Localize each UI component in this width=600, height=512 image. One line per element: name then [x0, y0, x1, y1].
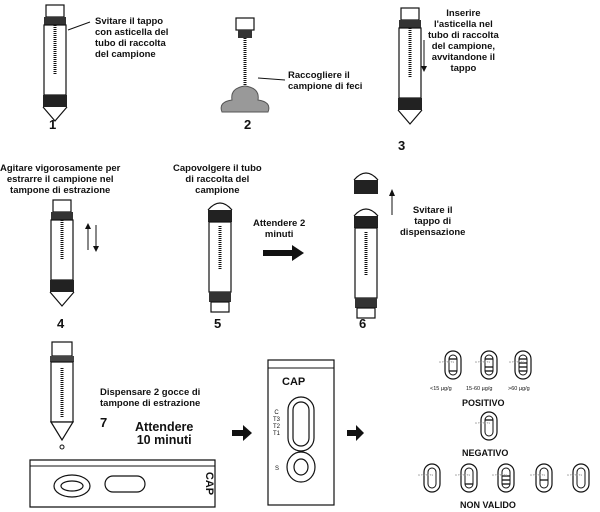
tube-step-4: [49, 199, 75, 307]
svg-text:C T3 T2 T1: C T3 T2 T1: [439, 360, 454, 364]
result-window-invalid-2: C T3 T2 T1: [455, 463, 478, 493]
step-4-number: 4: [57, 316, 65, 331]
step-4-text: Agitare vigorosamente per estrarre il ca…: [0, 163, 121, 196]
wait-10-text: Attendere 10 minuti: [135, 420, 194, 447]
stick-in-sample: [220, 17, 270, 113]
result-window-negative: C T3 T2 T1: [475, 411, 498, 441]
step-1-number: 1: [49, 117, 57, 132]
tube-step-7: [49, 341, 75, 450]
svg-text:C T3 T2 T1: C T3 T2 T1: [567, 473, 582, 477]
shake-arrows-icon: [85, 223, 99, 252]
tube-step-3: [397, 7, 423, 125]
cassette-vertical: [267, 359, 335, 506]
result-window-invalid-3: C T3 T2 T1: [492, 463, 515, 493]
svg-text:C T3 T2 T1: C T3 T2 T1: [509, 360, 524, 364]
tube-step-5: [207, 202, 233, 313]
right-arrow-icon: [347, 425, 364, 441]
result-window-positive-high: C T3 T2 T1: [509, 350, 532, 380]
pointer-arrow: [257, 77, 286, 81]
svg-text:C T3 T2 T1: C T3 T2 T1: [492, 473, 507, 477]
step-7-text: Dispensare 2 gocce di tampone di estrazi…: [100, 387, 201, 409]
step-6-text: Svitare il tappo di dispensazione: [400, 205, 466, 238]
svg-text:C T3 T2 T1: C T3 T2 T1: [418, 473, 433, 477]
step-6-number: 6: [359, 316, 367, 331]
level-mid: 15-60 µg/g: [466, 386, 493, 392]
svg-text:C T3 T2 T1: C T3 T2 T1: [475, 360, 490, 364]
tube-step-1: [42, 4, 68, 122]
step-7-number: 7: [100, 415, 108, 430]
pointer-arrow: [67, 21, 91, 31]
level-high: >60 µg/g: [508, 386, 530, 392]
cassette-label: CAP: [282, 376, 306, 388]
cassette-side-label: CAP: [203, 471, 216, 496]
cassette-horizontal: [29, 459, 216, 508]
svg-text:C T3 T2 T1: C T3 T2 T1: [455, 473, 470, 477]
result-window-invalid-5: C T3 T2 T1: [567, 463, 590, 493]
tube-step-6: [353, 208, 379, 319]
dispensing-cap: [353, 172, 379, 194]
level-low: <15 µg/g: [430, 386, 452, 392]
step-1-text: Svitare il tappo con asticella del tubo …: [95, 16, 169, 60]
result-window-invalid-1: C T3 T2 T1: [418, 463, 441, 493]
step-3-number: 3: [398, 138, 406, 153]
wait-2-text: Attendere 2 minuti: [253, 218, 306, 240]
step-2-text: Raccogliere il campione di feci: [288, 70, 363, 92]
invalid-label: NON VALIDO: [460, 500, 516, 510]
positive-label: POSITIVO: [462, 398, 505, 408]
step-5-number: 5: [214, 316, 222, 331]
result-window-positive-mid: C T3 T2 T1: [475, 350, 498, 380]
negative-label: NEGATIVO: [462, 448, 509, 458]
step-2-number: 2: [244, 117, 252, 132]
svg-text:C T3 T2 T1: C T3 T2 T1: [475, 421, 490, 425]
result-window-positive-low: C T3 T2 T1: [439, 350, 462, 380]
right-arrow-icon: [263, 245, 304, 261]
cassette-line-markers: C T3 T2 T1: [273, 410, 281, 437]
result-window-invalid-4: C T3 T2 T1: [530, 463, 553, 493]
step-3-text: Inserire l'asticella nel tubo di raccolt…: [428, 8, 499, 74]
step-5-text: Capovolgere il tubo di raccolta del camp…: [173, 163, 262, 196]
svg-text:C T3 T2 T1: C T3 T2 T1: [530, 473, 545, 477]
cassette-sample-marker: S: [275, 466, 280, 472]
right-arrow-icon: [232, 425, 252, 441]
